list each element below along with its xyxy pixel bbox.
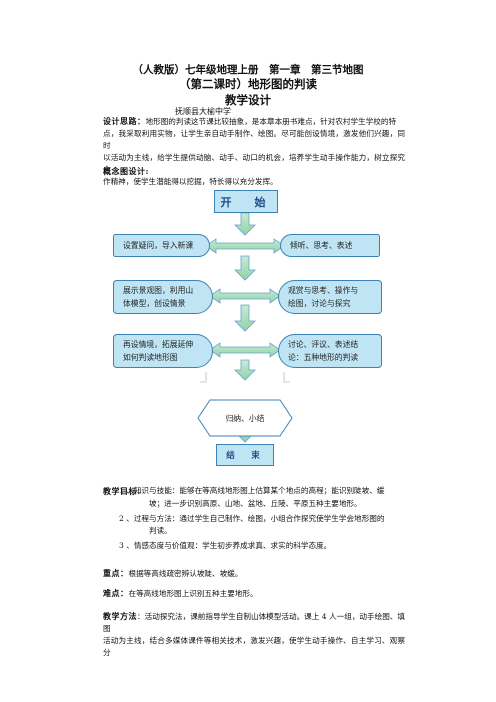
objectives-label: 教学目标 bbox=[103, 486, 137, 496]
objective-item-1-cont: 坡；进一步识别高原、山地、盆地、丘陵、平原五种主要地形。 bbox=[149, 499, 362, 508]
flowchart-connectors bbox=[197, 212, 293, 443]
down-arrow-icon bbox=[234, 212, 256, 236]
design-idea-line: 作精神，使学生潜能得以挖掘，特长得以充分发挥。 bbox=[103, 177, 278, 186]
design-idea-line: 点，我采取利用实物，让学生亲自动手制作、绘图。尽可能创设情境，激发他们兴趣，同时 bbox=[103, 129, 405, 150]
difficulties: 难点：在等高线地形图上识别五种主要地形。 bbox=[103, 588, 258, 598]
flow-start-box: 开 始 bbox=[214, 190, 278, 213]
objective-item-3: 3 、情感态度与价值观：学生初步养成求真、求实的科学态度。 bbox=[119, 541, 332, 550]
course-heading: （人教版）七年级地理上册 第一章 第三节地图 bbox=[132, 64, 364, 76]
design-idea-line: 设计思路：地形图的判读这节课比较抽象，是本章本册书难点，针对农村学生学校的特 bbox=[103, 116, 397, 126]
teaching-methods: 教学方法：活动探究法，课前指导学生自制山体模型活动。课上 4 人一组，动手绘图、… bbox=[103, 611, 406, 657]
bidirectional-arrow-icon bbox=[209, 288, 281, 304]
down-arrow-icon bbox=[234, 359, 256, 381]
bidirectional-arrow-icon bbox=[209, 342, 281, 358]
concept-map-label: 概念图设计: bbox=[103, 166, 149, 176]
design-idea-line: 以活动为主线，给学生提供动脑、动手、动口的机会，培养学生动手操作能力，树立探究合 bbox=[103, 153, 405, 174]
connector-line bbox=[200, 372, 290, 383]
flow-teacher-step-3: 再设情境，拓展延伸如何判读地形图 bbox=[113, 334, 213, 368]
flow-teacher-step-1: 设置疑问，导入新课 bbox=[113, 234, 210, 257]
flow-student-step-2: 观赏与思考、操作与绘图，讨论与探究 bbox=[278, 280, 382, 314]
school-name: 抚顺县大榆中学 bbox=[175, 107, 231, 116]
teaching-objectives: 教学目标： 1 、知识与技能：能够在等高线地形图上估算某个地点的高程；能识别陡坡… bbox=[103, 485, 403, 552]
objective-item-2: 2 、过程与方法：通过学生自己制作、绘图，小组合作探究使学生学会地形图的 bbox=[119, 514, 385, 523]
lesson-title: （第二课时）地形图的判读 bbox=[179, 77, 317, 91]
flow-student-step-3: 讨论、评议、表述结论：五种地形的判读 bbox=[278, 334, 382, 368]
objective-item-1: 1 、知识与技能：能够在等高线地形图上估算某个地点的高程；能识别陡坡、缓 bbox=[119, 486, 385, 495]
flow-student-step-1: 倾听、思考、表述 bbox=[280, 234, 380, 257]
difficulties-label: 难点： bbox=[103, 588, 129, 598]
key-points-label: 重点： bbox=[103, 568, 129, 578]
flow-teacher-step-2: 展示景观图，利用山体模型，创设情景 bbox=[113, 280, 213, 314]
flow-end-box: 结 束 bbox=[216, 444, 274, 466]
key-points: 重点：根据等高线疏密辨认坡陡、坡缓。 bbox=[103, 568, 243, 578]
flow-summary-step: 归纳、小结 bbox=[225, 413, 265, 423]
down-arrow-icon bbox=[234, 304, 256, 332]
bidirectional-arrow-icon bbox=[205, 238, 285, 254]
document-title: 教学设计 bbox=[225, 93, 271, 107]
methods-label: 教学方法 bbox=[103, 611, 138, 621]
design-idea-label: 设计思路： bbox=[103, 116, 146, 126]
summary-hexagon-shape bbox=[197, 399, 293, 437]
design-idea-paragraph: 设计思路：地形图的判读这节课比较抽象，是本章本册书难点，针对农村学生学校的特 点… bbox=[103, 115, 405, 188]
down-arrow-icon bbox=[234, 255, 256, 281]
objective-item-2-cont: 判读。 bbox=[149, 526, 172, 535]
